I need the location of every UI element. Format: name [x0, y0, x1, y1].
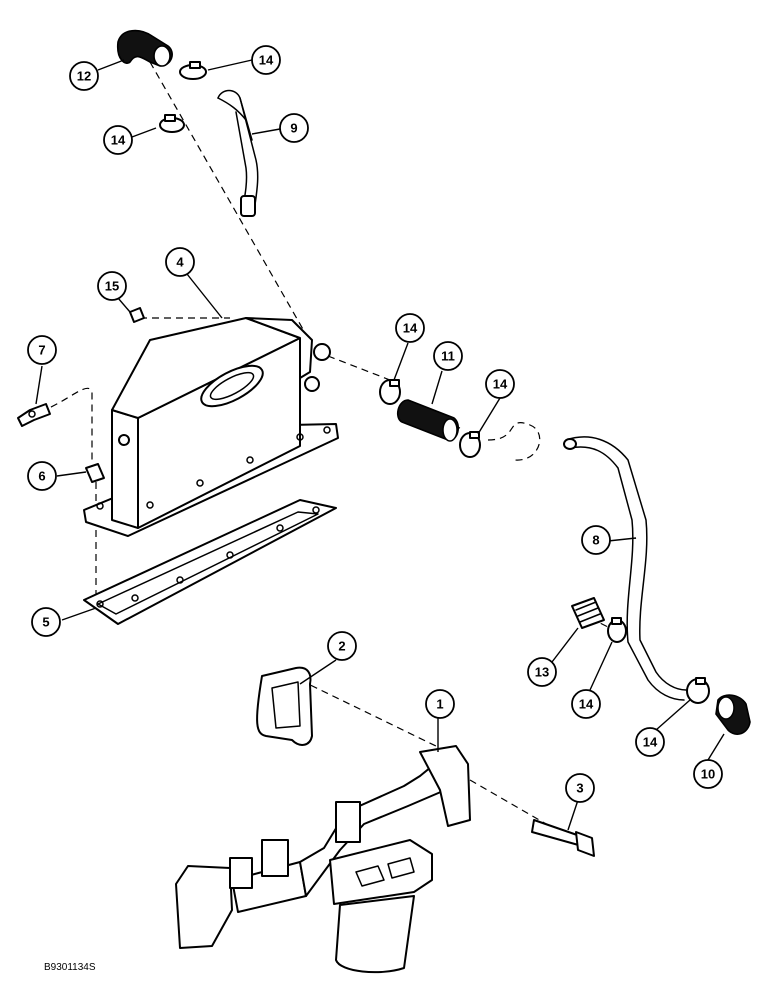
- part-13-fitting: [571, 597, 605, 629]
- part-11-short-hose: [396, 399, 460, 442]
- callout-1-label: 1: [436, 697, 443, 712]
- part-8-water-tube: [563, 436, 687, 701]
- callout-3: 3: [565, 773, 595, 803]
- callout-10: 10: [693, 759, 723, 789]
- callout-14-e: 14: [571, 689, 601, 719]
- callout-11-label: 11: [441, 349, 455, 364]
- callout-12: 12: [69, 61, 99, 91]
- part-2-manifold-gasket: [256, 666, 313, 746]
- callout-14-b-label: 14: [111, 133, 126, 148]
- part-5-gasket: [83, 499, 337, 625]
- callout-5-label: 5: [42, 615, 49, 630]
- callout-3-label: 3: [576, 781, 583, 796]
- part-12-hose-elbow: [116, 29, 173, 67]
- part-10-elbow-hose: [715, 694, 751, 735]
- callout-14-e-label: 14: [579, 697, 594, 712]
- part-14-clamp-f: [686, 677, 710, 704]
- callout-15: 15: [97, 271, 127, 301]
- part-9-bent-tube: [217, 89, 259, 217]
- callout-11: 11: [433, 341, 463, 371]
- callout-4: 4: [165, 247, 195, 277]
- callout-2: 2: [327, 631, 357, 661]
- callout-15-label: 15: [105, 279, 119, 294]
- callout-7: 7: [27, 335, 57, 365]
- part-3-bolt: [531, 819, 595, 857]
- part-6-bolt: [85, 463, 105, 483]
- callout-14-f-label: 14: [643, 735, 658, 750]
- callout-12-label: 12: [77, 69, 91, 84]
- callout-10-label: 10: [701, 767, 715, 782]
- part-7-drain-cock: [17, 403, 51, 427]
- part-14-clamp-b: [159, 114, 185, 133]
- callout-13-label: 13: [535, 665, 549, 680]
- part-1-exhaust-manifold: [175, 745, 471, 974]
- callout-7-label: 7: [38, 343, 45, 358]
- callout-8: 8: [581, 525, 611, 555]
- callout-14-c-label: 14: [403, 321, 418, 336]
- callout-14-b: 14: [103, 125, 133, 155]
- callout-2-label: 2: [338, 639, 345, 654]
- part-14-clamp-a: [179, 61, 207, 80]
- part-15-plug: [129, 307, 145, 323]
- callout-14-f: 14: [635, 727, 665, 757]
- callout-14-a-label: 14: [259, 53, 274, 68]
- callout-14-d: 14: [485, 369, 515, 399]
- callout-5: 5: [31, 607, 61, 637]
- callout-4-label: 4: [176, 255, 184, 270]
- callout-6: 6: [27, 461, 57, 491]
- callout-1: 1: [425, 689, 455, 719]
- callout-13: 13: [527, 657, 557, 687]
- part-14-clamp-e: [607, 617, 627, 643]
- callout-9: 9: [279, 113, 309, 143]
- figure-code: B9301134S: [44, 962, 96, 973]
- part-14-clamp-c: [379, 379, 401, 405]
- callout-6-label: 6: [38, 469, 45, 484]
- leader-lines: [35, 59, 725, 831]
- part-14-clamp-d: [459, 431, 481, 458]
- callout-14-a: 14: [251, 45, 281, 75]
- callout-14-d-label: 14: [493, 377, 508, 392]
- part-4-manifold-housing: [83, 317, 339, 537]
- callout-9-label: 9: [290, 121, 297, 136]
- callout-8-label: 8: [592, 533, 599, 548]
- callout-14-c: 14: [395, 313, 425, 343]
